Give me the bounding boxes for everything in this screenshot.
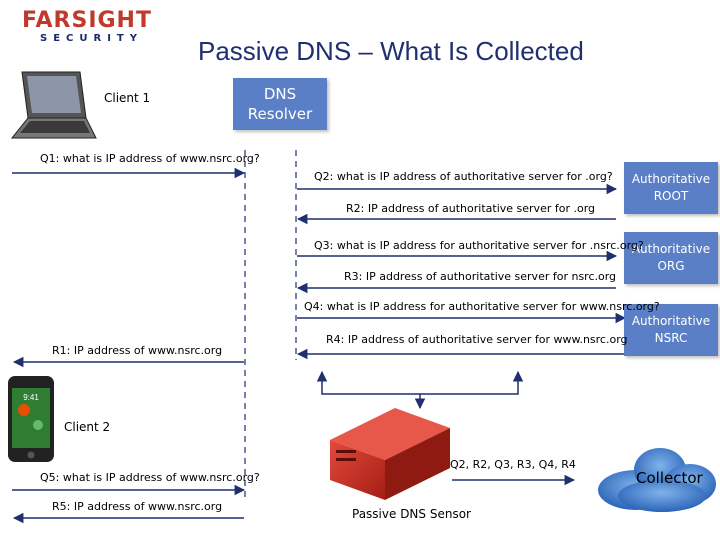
authoritative-org-box: Authoritative ORG	[624, 232, 718, 284]
auth-root-line-1: Authoritative	[631, 172, 711, 186]
r3-label: R3: IP address of authoritative server f…	[344, 270, 617, 283]
sensor-icon	[330, 408, 450, 500]
laptop-icon	[10, 71, 97, 139]
collector-label: Collector	[636, 469, 703, 487]
logo-name: FARSIGHT	[22, 8, 152, 33]
resolver-line-2: Resolver	[247, 105, 313, 123]
logo-wordmark: FARSIGHT	[22, 8, 152, 33]
page-title: Passive DNS – What Is Collected	[198, 36, 584, 66]
capture-bracket	[321, 376, 519, 395]
authoritative-nsrc-box: Authoritative NSRC	[624, 304, 718, 356]
q2-label: Q2: what is IP address of authoritative …	[314, 170, 613, 183]
authoritative-root-box: Authoritative ROOT	[624, 162, 718, 214]
logo-subtitle: SECURITY	[40, 33, 143, 44]
q3-label: Q3: what is IP address for authoritative…	[314, 239, 644, 252]
r5-label: R5: IP address of www.nsrc.org	[52, 500, 223, 513]
dns-resolver-box: DNS Resolver	[233, 78, 327, 130]
q1-label: Q1: what is IP address of www.nsrc.org?	[40, 152, 260, 165]
phone-icon: 9:41	[8, 376, 54, 462]
auth-org-line-1: Authoritative	[631, 242, 711, 256]
client1-label: Client 1	[104, 91, 151, 105]
r1-label: R1: IP address of www.nsrc.org	[52, 344, 223, 357]
auth-nsrc-line-1: Authoritative	[631, 314, 711, 328]
q5-label: Q5: what is IP address of www.nsrc.org?	[40, 471, 260, 484]
r4-label: R4: IP address of authoritative server f…	[326, 333, 628, 346]
cloud-icon	[598, 448, 716, 512]
sensor-label: Passive DNS Sensor	[352, 507, 471, 521]
phone-time: 9:41	[23, 393, 39, 402]
client2-label: Client 2	[64, 420, 111, 434]
auth-nsrc-line-2: NSRC	[654, 331, 688, 345]
auth-org-line-2: ORG	[657, 259, 685, 273]
auth-root-line-2: ROOT	[653, 189, 689, 203]
q4-label: Q4: what is IP address for authoritative…	[304, 300, 660, 313]
resolver-line-1: DNS	[263, 85, 297, 103]
collected-label: Q2, R2, Q3, R3, Q4, R4	[450, 458, 576, 471]
r2-label: R2: IP address of authoritative server f…	[346, 202, 596, 215]
